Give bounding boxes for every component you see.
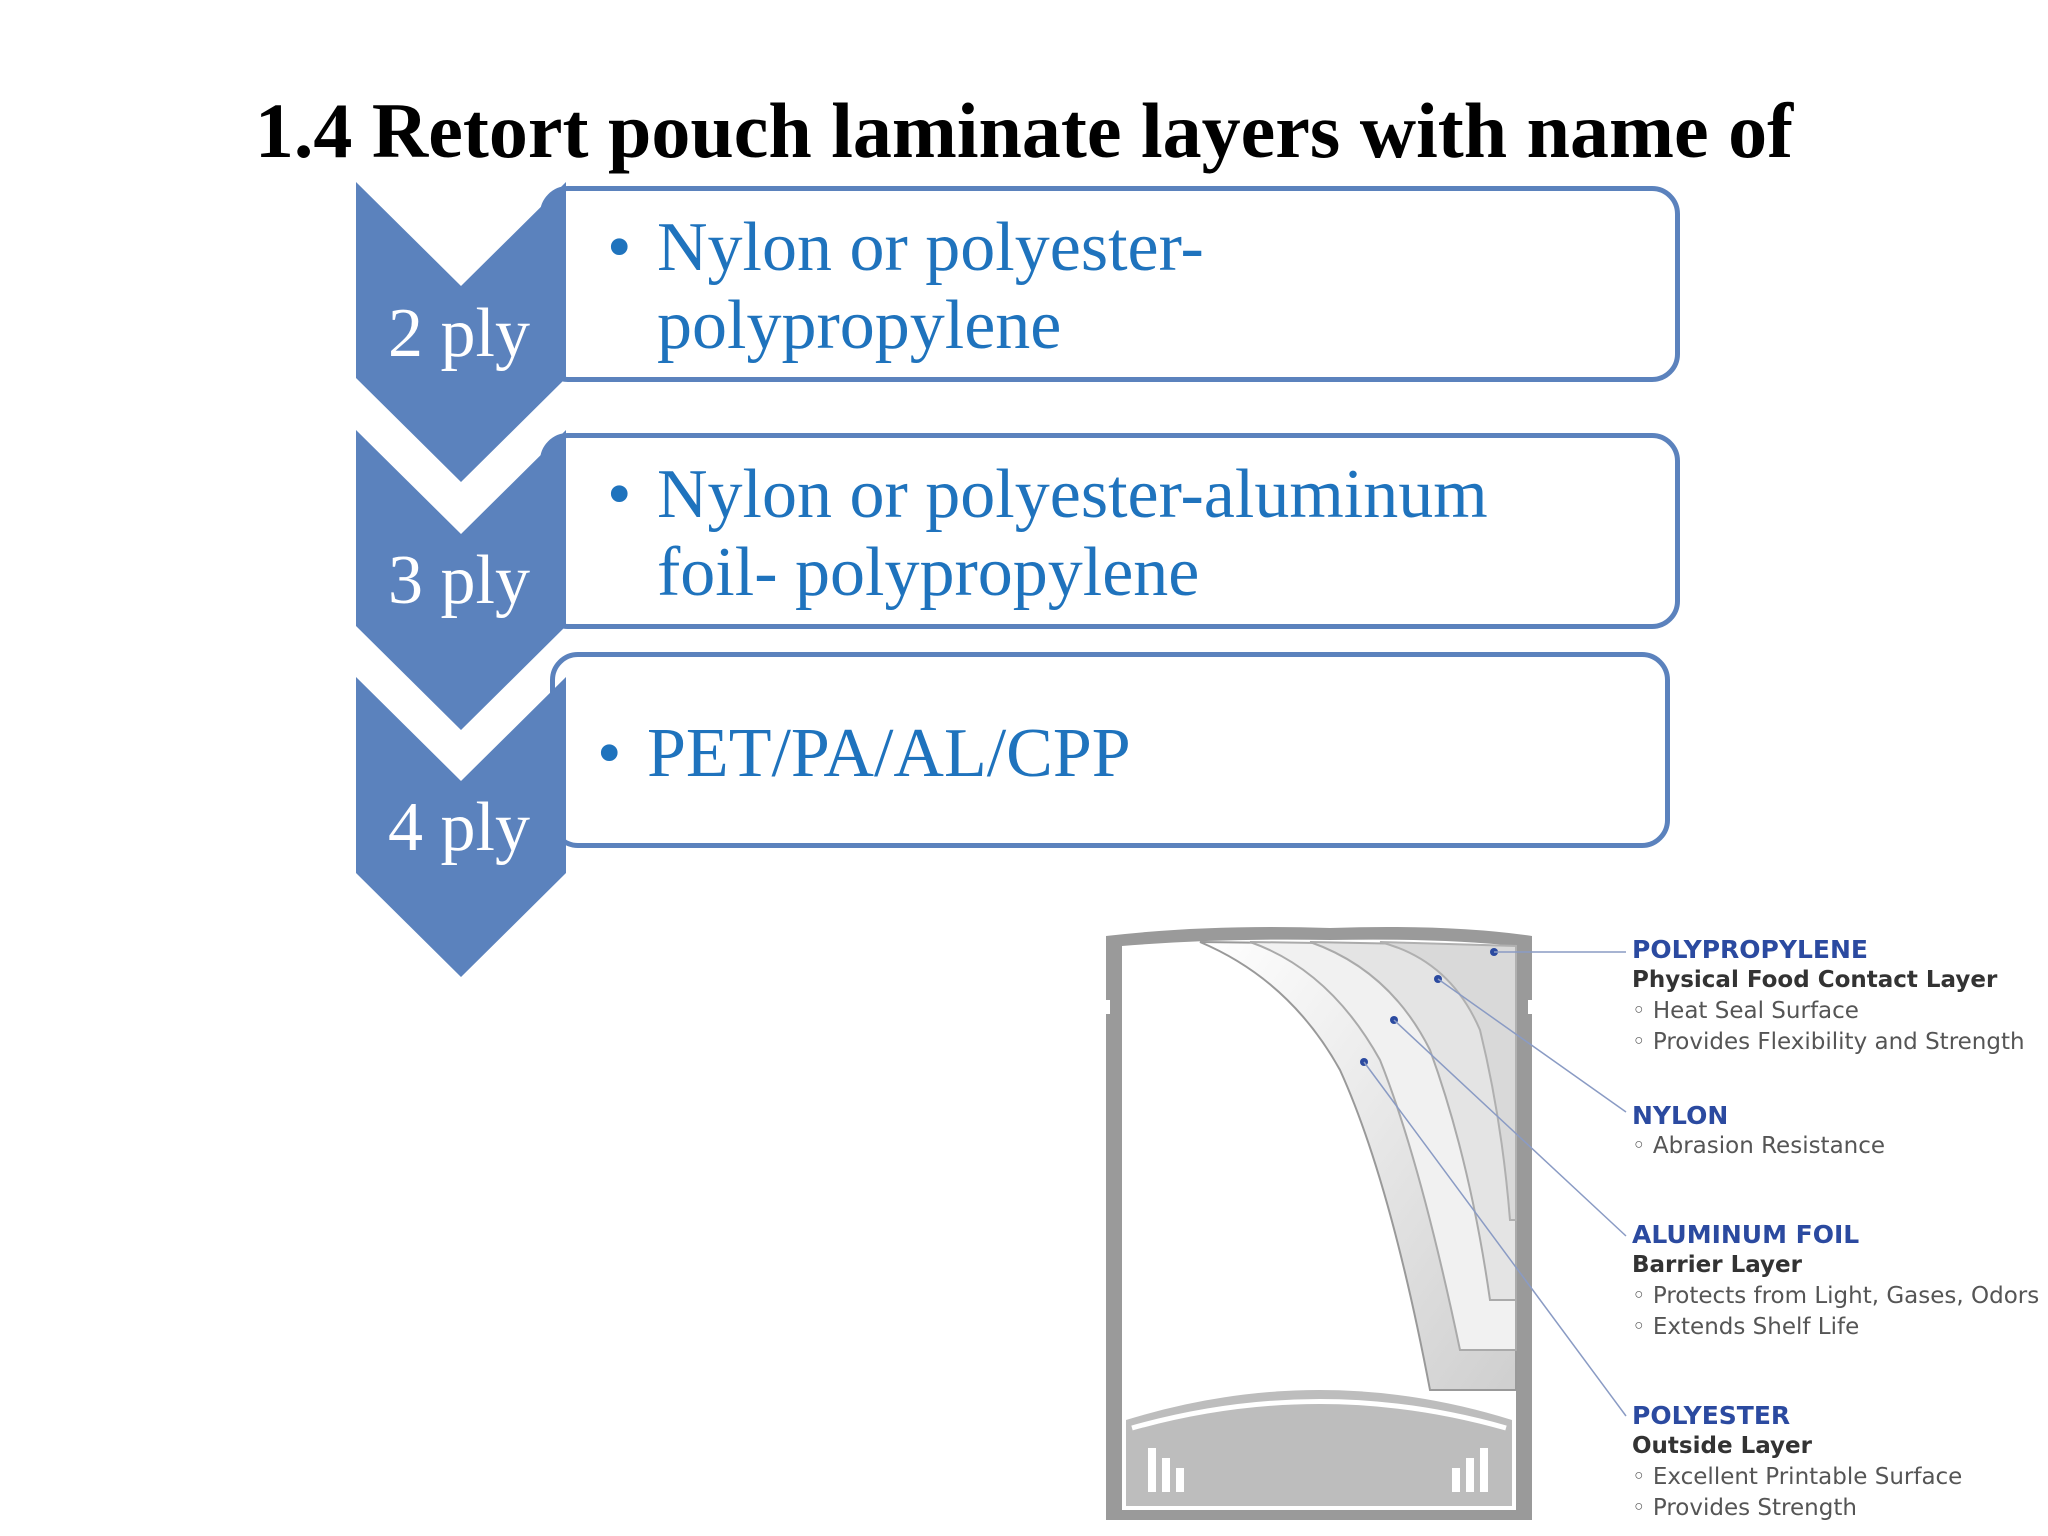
step-line: PET/PA/AL/CPP — [647, 715, 1131, 792]
step-line: polypropylene — [657, 287, 1062, 364]
layer-polyester: POLYESTER Outside Layer ◦ Excellent Prin… — [1632, 1400, 1962, 1524]
layer-nylon: NYLON ◦ Abrasion Resistance — [1632, 1100, 1885, 1162]
bullet-icon: ◦ — [1632, 1314, 1646, 1340]
bullet-icon: ◦ — [1632, 1495, 1646, 1521]
bullet-icon: ◦ — [1632, 1029, 1646, 1055]
bullet-icon: • — [597, 715, 622, 792]
bullet-icon: ◦ — [1632, 1464, 1646, 1490]
pouch-illustration — [1100, 927, 1538, 1520]
bullet-icon: ◦ — [1632, 1133, 1646, 1159]
layer-item: ◦ Provides Flexibility and Strength — [1632, 1029, 2025, 1055]
chevron-4-ply — [356, 677, 566, 977]
step-box-3-ply: • Nylon or polyester-aluminum foil- poly… — [540, 433, 1680, 629]
bullet-icon: ◦ — [1632, 1283, 1646, 1309]
step-label-2-ply: 2 ply — [388, 295, 530, 372]
bullet-icon: ◦ — [1632, 998, 1646, 1024]
layer-name: NYLON — [1632, 1101, 1729, 1130]
bullet-icon: • — [607, 456, 632, 533]
step-box-4-ply: • PET/PA/AL/CPP — [550, 652, 1670, 848]
step-line: foil- polypropylene — [657, 534, 1200, 611]
layer-sub: Barrier Layer — [1632, 1252, 1802, 1278]
layer-item: ◦ Extends Shelf Life — [1632, 1314, 1860, 1340]
layer-sub: Outside Layer — [1632, 1433, 1812, 1459]
chevron-2-ply — [356, 182, 566, 482]
step-line: Nylon or polyester-aluminum — [657, 456, 1488, 533]
layer-name: ALUMINUM FOIL — [1632, 1220, 1860, 1249]
layer-item: ◦ Heat Seal Surface — [1632, 998, 1859, 1024]
layer-name: POLYESTER — [1632, 1401, 1791, 1430]
layer-sub: Physical Food Contact Layer — [1632, 967, 1998, 993]
layer-item: ◦ Protects from Light, Gases, Odors — [1632, 1283, 2040, 1309]
step-box-2-ply: • Nylon or polyester- polypropylene — [540, 186, 1680, 382]
layer-polypropylene: POLYPROPYLENE Physical Food Contact Laye… — [1632, 934, 2025, 1058]
layer-item: ◦ Abrasion Resistance — [1632, 1133, 1886, 1159]
chevron-3-ply — [356, 430, 566, 730]
layer-item: ◦ Excellent Printable Surface — [1632, 1464, 1963, 1490]
step-label-4-ply: 4 ply — [388, 789, 530, 866]
step-label-3-ply: 3 ply — [388, 542, 530, 619]
layer-aluminum-foil: ALUMINUM FOIL Barrier Layer ◦ Protects f… — [1632, 1219, 2039, 1343]
step-line: Nylon or polyester- — [657, 209, 1204, 286]
bullet-icon: • — [607, 209, 632, 286]
layer-name: POLYPROPYLENE — [1632, 935, 1868, 964]
slide-title: 1.4 Retort pouch laminate layers with na… — [254, 87, 1794, 174]
layer-item: ◦ Provides Strength — [1632, 1495, 1857, 1521]
